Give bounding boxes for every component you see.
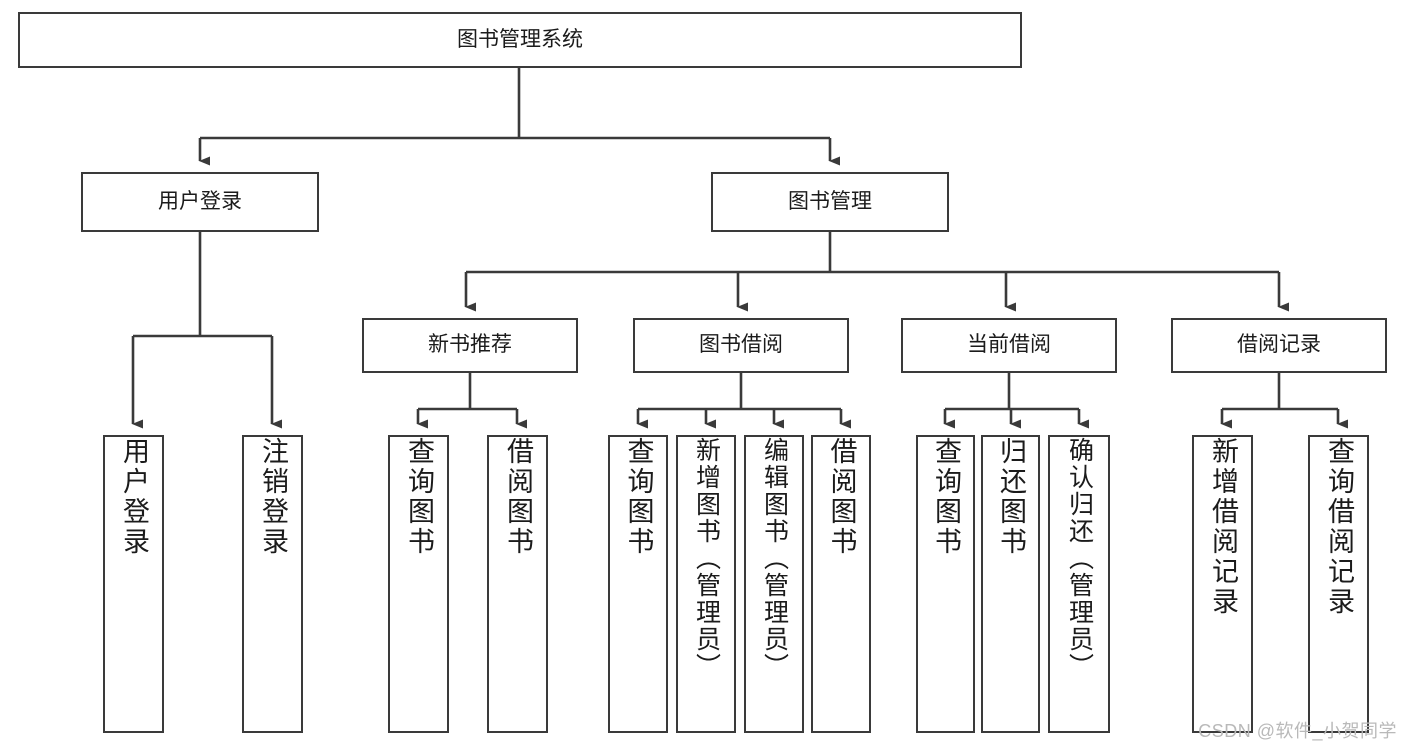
node-user-login[interactable]: 用户登录 [81, 172, 319, 232]
node-label: 图书借阅 [699, 333, 783, 357]
node-label: 当前借阅 [967, 333, 1051, 357]
node-leaf-query-book-1[interactable]: 查询图书 [388, 435, 449, 733]
node-label: 编辑图书（管理员） [760, 437, 789, 680]
node-label: 用户登录 [119, 437, 149, 557]
node-leaf-borrow-book-2[interactable]: 借阅图书 [811, 435, 871, 733]
node-label: 确认归还（管理员） [1065, 437, 1094, 680]
node-leaf-add-borrow-record[interactable]: 新增借阅记录 [1192, 435, 1253, 733]
node-leaf-confirm-return-admin[interactable]: 确认归还（管理员） [1048, 435, 1110, 733]
watermark-text: CSDN @软件_小贺同学 [1198, 721, 1397, 741]
node-leaf-edit-book-admin[interactable]: 编辑图书（管理员） [744, 435, 804, 733]
node-label: 借阅记录 [1237, 333, 1321, 357]
node-leaf-borrow-book-1[interactable]: 借阅图书 [487, 435, 548, 733]
node-leaf-query-borrow-record[interactable]: 查询借阅记录 [1308, 435, 1369, 733]
node-label: 新增图书（管理员） [692, 437, 721, 680]
node-label: 查询图书 [404, 437, 434, 557]
node-label: 查询图书 [931, 437, 961, 557]
node-leaf-return-book[interactable]: 归还图书 [981, 435, 1040, 733]
node-borrow-record[interactable]: 借阅记录 [1171, 318, 1387, 373]
node-current-borrow[interactable]: 当前借阅 [901, 318, 1117, 373]
node-book-management[interactable]: 图书管理 [711, 172, 949, 232]
node-root-title[interactable]: 图书管理系统 [18, 12, 1022, 68]
node-leaf-query-book-2[interactable]: 查询图书 [608, 435, 668, 733]
node-leaf-query-book-3[interactable]: 查询图书 [916, 435, 975, 733]
node-new-book-recommend[interactable]: 新书推荐 [362, 318, 578, 373]
node-label: 归还图书 [996, 437, 1026, 557]
node-book-borrow[interactable]: 图书借阅 [633, 318, 849, 373]
node-leaf-add-book-admin[interactable]: 新增图书（管理员） [676, 435, 736, 733]
node-label: 新增借阅记录 [1208, 437, 1238, 617]
node-label: 借阅图书 [826, 437, 857, 557]
node-leaf-user-login[interactable]: 用户登录 [103, 435, 164, 733]
node-label: 图书管理系统 [457, 27, 583, 51]
node-label: 查询图书 [623, 437, 654, 557]
node-leaf-logout-login[interactable]: 注销登录 [242, 435, 303, 733]
node-label: 查询借阅记录 [1324, 437, 1354, 617]
node-label: 借阅图书 [503, 437, 533, 557]
node-label: 注销登录 [258, 437, 288, 557]
node-label: 图书管理 [788, 189, 872, 213]
node-label: 新书推荐 [428, 333, 512, 357]
node-label: 用户登录 [158, 189, 242, 213]
